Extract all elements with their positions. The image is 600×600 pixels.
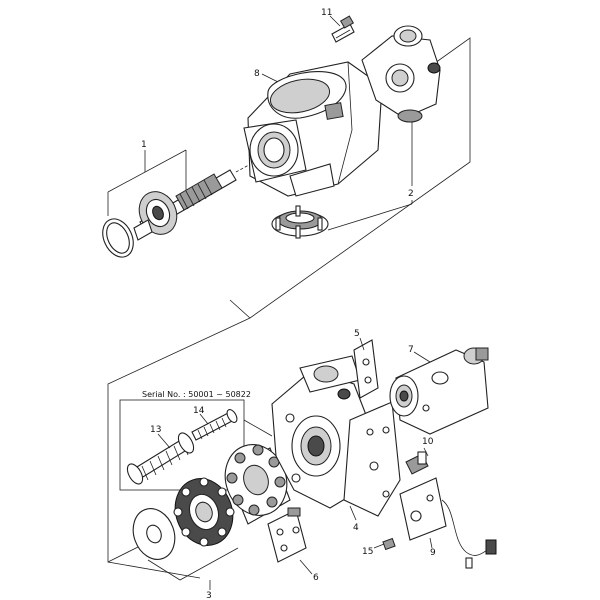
solenoid-valve xyxy=(399,477,497,569)
cylinder-block xyxy=(224,444,291,525)
large-spring xyxy=(126,432,195,485)
callout-9: 9 xyxy=(430,548,436,558)
mounting-bracket xyxy=(353,339,379,399)
leader-14 xyxy=(199,413,209,425)
valve-plate xyxy=(132,508,176,560)
pump-housing xyxy=(243,61,383,197)
upper-group-boundary xyxy=(229,37,471,319)
leader-3-bracket xyxy=(147,547,239,581)
callout-14: 14 xyxy=(193,406,205,416)
serial-box-leader xyxy=(243,419,273,437)
cover-plate xyxy=(267,507,307,563)
callout-13: 13 xyxy=(150,425,161,435)
leader-7 xyxy=(413,351,431,363)
small-spring xyxy=(191,409,238,441)
leader-13 xyxy=(157,433,171,449)
snap-ring xyxy=(102,218,134,258)
callout-8: 8 xyxy=(254,69,260,79)
main-pump-body xyxy=(271,355,369,509)
leader-9 xyxy=(429,537,433,549)
shaft-group-bracket xyxy=(107,149,187,193)
bearing-ring xyxy=(271,205,329,239)
callout-11: 11 xyxy=(321,8,332,18)
leader-5 xyxy=(359,337,365,351)
drain-plug xyxy=(382,537,396,551)
boundary-link xyxy=(107,546,139,563)
drive-shaft xyxy=(133,169,237,241)
serial-number-note: Serial No. : 50001 ~ 50822 xyxy=(142,390,251,399)
callout-10: 10 xyxy=(422,437,434,447)
leader-15 xyxy=(373,543,385,549)
leader-11 xyxy=(329,15,341,27)
lower-group-boundary xyxy=(107,317,251,579)
callout-4: 4 xyxy=(353,523,359,533)
callout-7: 7 xyxy=(408,345,414,355)
callout-5: 5 xyxy=(354,329,360,339)
leader-6 xyxy=(299,559,313,575)
callout-15: 15 xyxy=(362,547,373,557)
callout-1: 1 xyxy=(141,140,147,150)
head-block xyxy=(361,25,441,123)
gear-pump xyxy=(389,347,489,435)
callout-2: 2 xyxy=(408,189,414,199)
callout-3: 3 xyxy=(206,591,212,600)
leader-4 xyxy=(349,505,357,521)
lower-assembly: Serial No. : 50001 ~ 50822 13 14 xyxy=(107,317,497,600)
plug-fitting xyxy=(331,15,355,43)
leader-10 xyxy=(423,447,429,457)
callout-6: 6 xyxy=(313,573,319,583)
piston-retainer xyxy=(173,477,235,547)
pressure-sensor xyxy=(405,451,429,475)
upper-assembly: 1 2 8 11 xyxy=(102,8,471,319)
leader-2c xyxy=(327,203,413,231)
valve-block xyxy=(343,401,401,517)
